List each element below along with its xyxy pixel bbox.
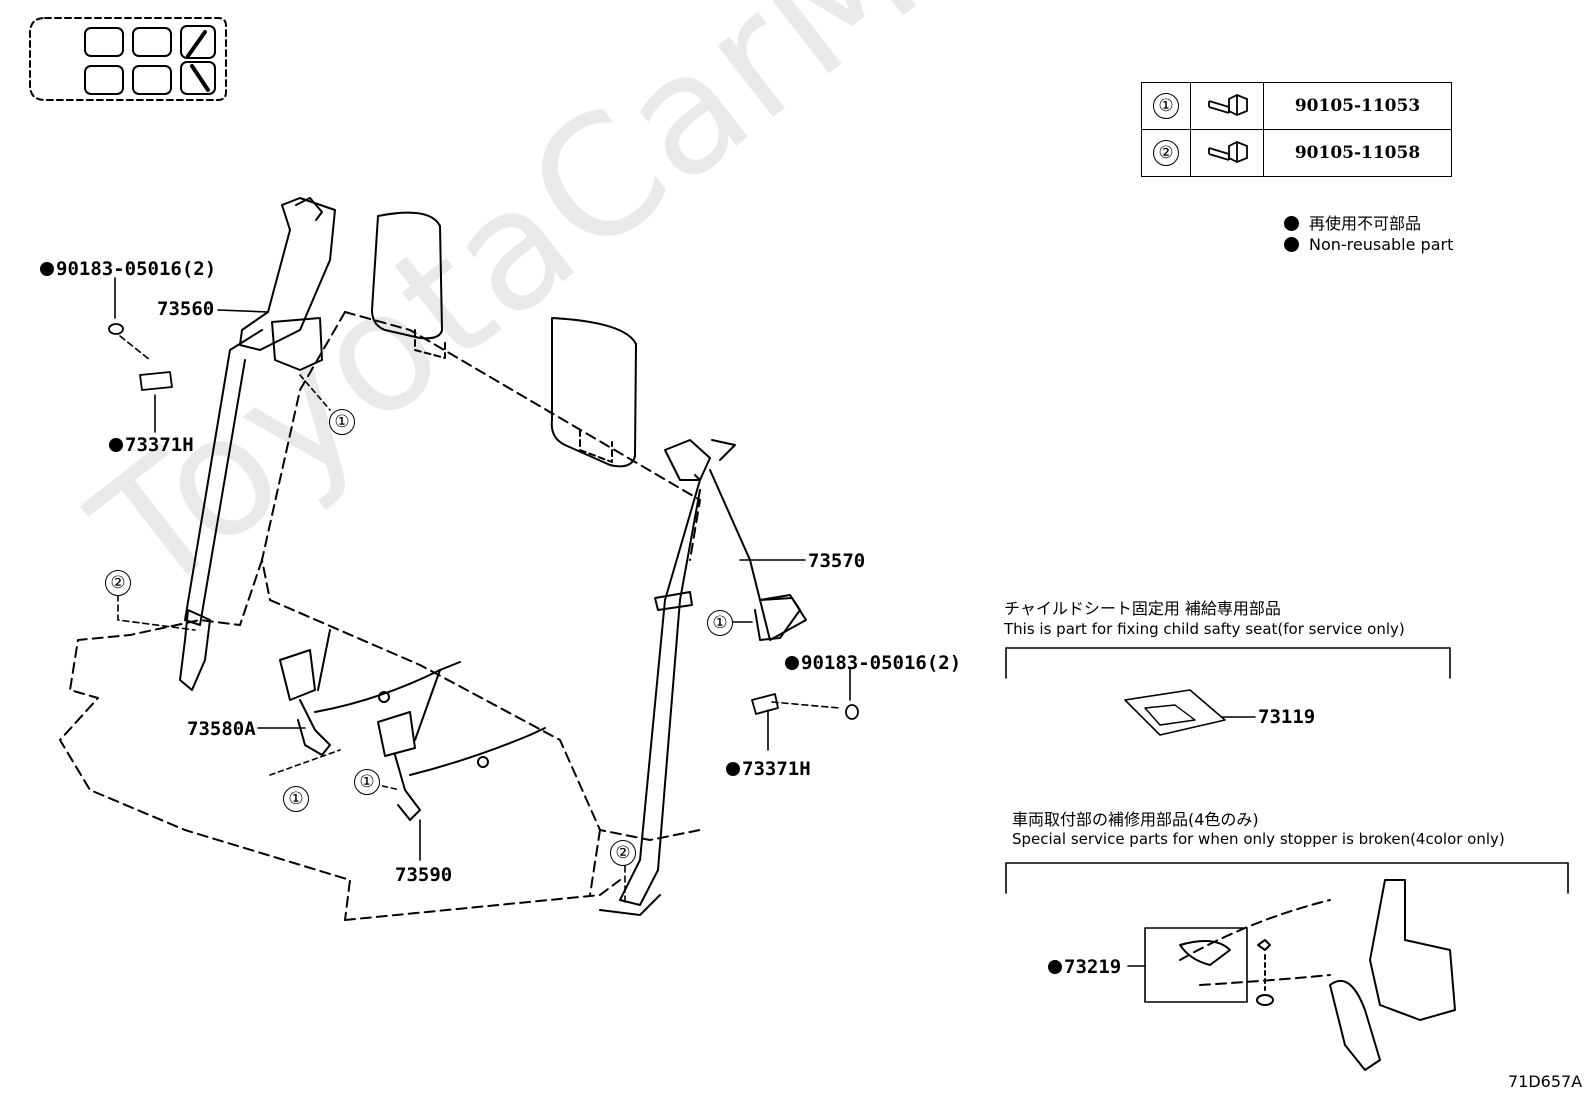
non-reusable-dot-icon	[1284, 216, 1299, 231]
label-right-nut: 90183-05016(2)	[785, 652, 961, 674]
callout-1: ①	[329, 409, 355, 435]
child-seat-note-en: This is part for fixing child safty seat…	[1004, 620, 1405, 638]
bolt-icon	[1208, 94, 1248, 116]
label-left-cover: 73371H	[109, 434, 194, 456]
non-reusable-dot-icon	[40, 262, 54, 276]
label-left-nut: 90183-05016(2)	[40, 258, 216, 280]
fastener-part-number: 90105-11053	[1263, 82, 1452, 130]
right-belt-drawing	[599, 439, 807, 916]
callout-2: ②	[105, 570, 131, 596]
stopper-note-jp: 車両取付部の補修用部品(4色のみ)	[1012, 810, 1259, 829]
buckles-drawing	[279, 629, 546, 821]
label-right-cover: 73371H	[726, 758, 811, 780]
small-parts	[108, 323, 859, 720]
label-child-seat-part: 73119	[1258, 706, 1316, 728]
bolt-icon	[1208, 141, 1248, 163]
label-stopper-part: 73219	[1048, 956, 1121, 978]
non-reusable-dot-icon	[1284, 237, 1299, 252]
legend-jp: 再使用不可部品	[1284, 210, 1421, 234]
legend-en: Non-reusable part	[1284, 235, 1453, 254]
seat-outline	[59, 311, 701, 921]
label-buckle-left: 73580A	[187, 718, 256, 740]
leader-lines	[114, 277, 1256, 967]
headrests	[371, 211, 637, 468]
vehicle-locator-icon	[29, 17, 227, 101]
callout-1: ①	[354, 769, 380, 795]
stopper-note-en: Special service parts for when only stop…	[1012, 830, 1505, 848]
drawing-code: 71D657A	[1508, 1072, 1583, 1091]
label-right-belt: 73570	[808, 550, 866, 572]
label-buckle-center: 73590	[395, 864, 453, 886]
callout-2: ②	[610, 840, 636, 866]
label-left-belt: 73560	[157, 298, 215, 320]
child-seat-note-jp: チャイルドシート固定用 補給専用部品	[1004, 599, 1281, 618]
callout-1: ①	[707, 610, 733, 636]
non-reusable-dot-icon	[109, 438, 123, 452]
fastener-table: ① 90105-11053 ② 90105-11058	[1141, 82, 1452, 177]
ref-mark: ①	[1153, 93, 1179, 119]
stopper-drawing	[1005, 862, 1569, 1071]
ref-mark: ②	[1153, 140, 1179, 166]
child-seat-bracket-drawing	[1005, 647, 1451, 736]
non-reusable-dot-icon	[726, 762, 740, 776]
table-row: ① 90105-11053	[1141, 82, 1452, 130]
fastener-part-number: 90105-11058	[1263, 129, 1452, 177]
non-reusable-dot-icon	[1048, 960, 1062, 974]
callout-1: ①	[283, 786, 309, 812]
table-row: ② 90105-11058	[1141, 129, 1452, 177]
left-belt-drawing	[179, 197, 336, 691]
non-reusable-dot-icon	[785, 656, 799, 670]
